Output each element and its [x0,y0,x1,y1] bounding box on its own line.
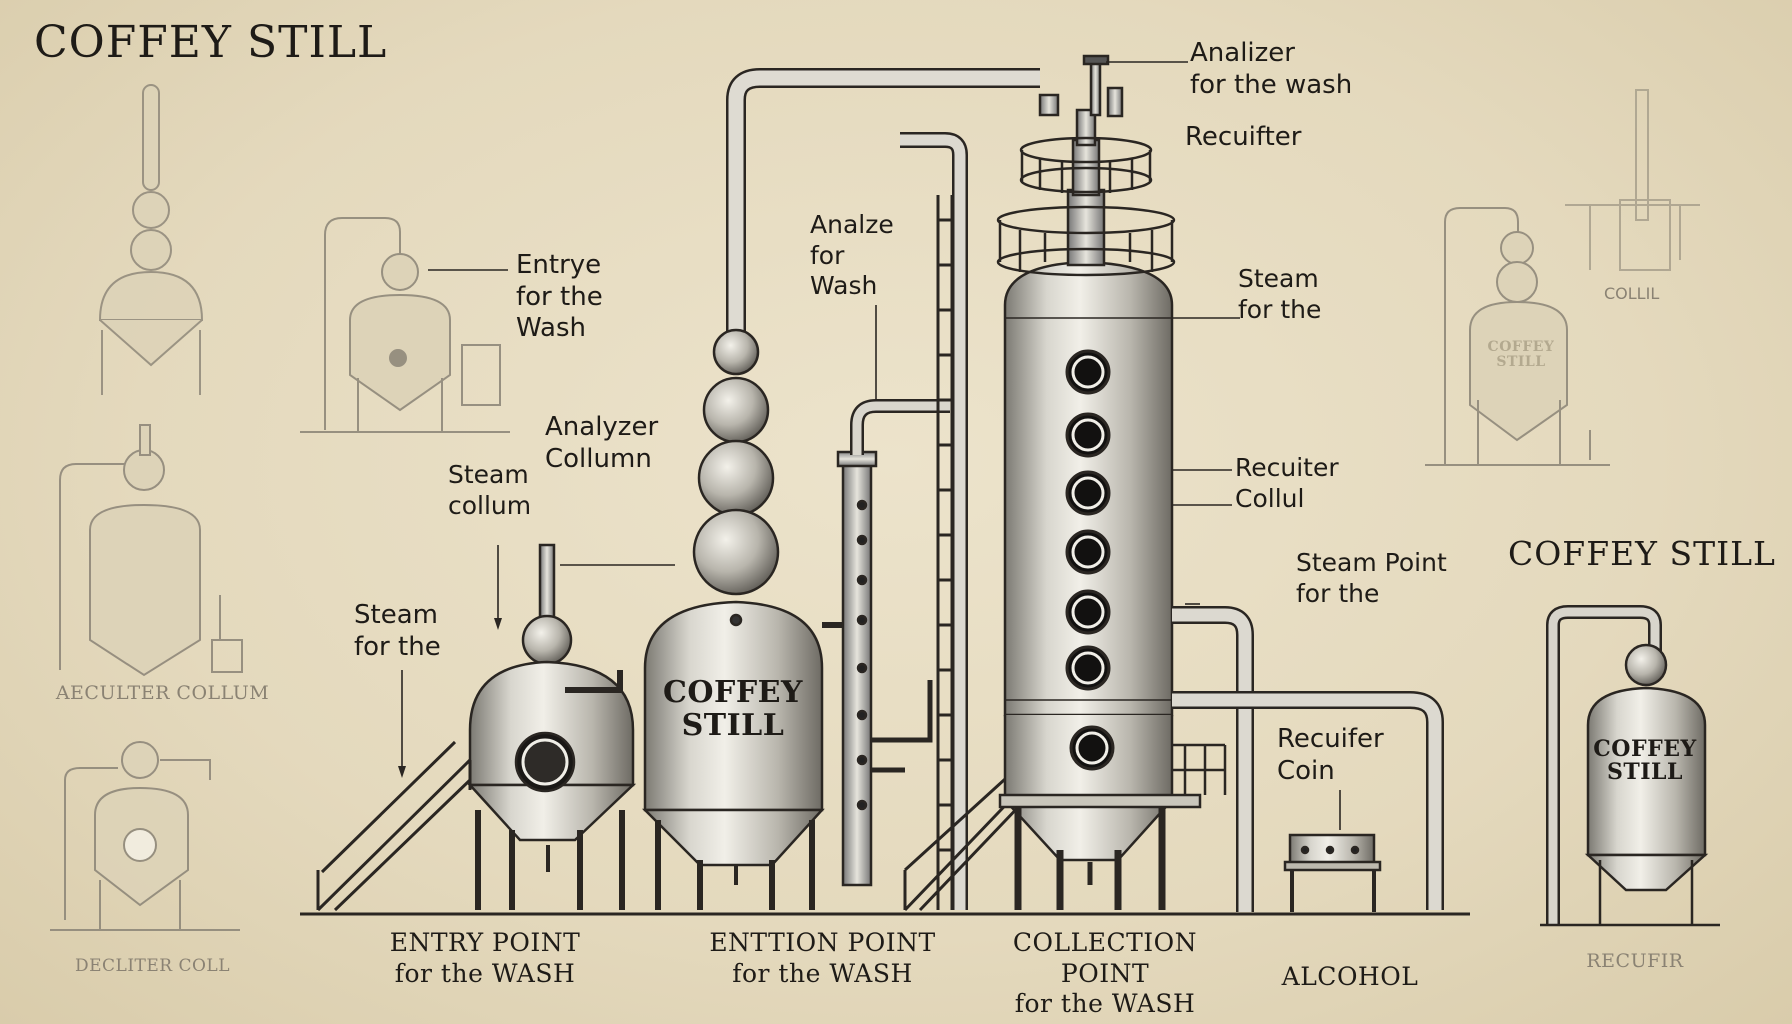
callout-analze-wash: Analze for Wash [810,210,894,300]
sketch-still-aeculter [59,424,243,677]
ladder [936,195,954,910]
right-vessel-label: COFFEY STILL [1593,736,1697,786]
callout-steam-point: Steam Point for the [1296,548,1447,608]
staircase-mid [903,768,1027,912]
rail-mid [996,205,1176,277]
callout-analizer-wash: Analizer for the wash [1190,38,1353,100]
rectifier-column [1003,54,1174,910]
coffey-still-main-vessel [641,328,858,910]
callout-recuiter-collul: Recuiter Collul [1235,453,1339,513]
ghost-vessel-label: COFFEY STILL [1487,339,1555,370]
bottom-caption-alcohol: ALCOHOL [1281,962,1419,991]
staircase-left [316,740,472,912]
callout-recuifter: Recuifter [1185,122,1302,152]
platform-rail [998,743,1227,809]
main-vessel-label: COFFEY STILL [663,675,803,743]
sketch-still-top-left [98,84,204,395]
leader-lines [401,61,1341,830]
bottom-caption-entry: ENTRY POINT for the WASH [389,928,581,988]
top-vapor-pipe [726,68,1040,340]
callout-steam-right: Steam for the [1238,264,1322,324]
caption-decliter: DECLITER COLL [74,956,231,976]
vertical-pipe-mid [900,132,968,910]
callout-recuifer-coin: Recuifer Coin [1277,724,1384,786]
diagram-title: COFFEY STILL [34,17,388,68]
sketch-still-collil [1565,89,1700,271]
alcohol-collector [1283,833,1382,912]
rail-top [1019,136,1153,194]
callout-analyzer-collumn: Analyzer Collumn [545,412,659,474]
sketch-still-entrye [300,217,510,433]
callout-steam-collum: Steam collum [448,460,532,520]
outlet-pipes-right [1172,606,1444,912]
sketch-still-decliter [50,741,240,931]
caption-collil: COLLIL [1604,284,1660,303]
callout-entrye-wash: Entrye for the Wash [516,250,603,344]
pot-still-left [467,543,637,910]
title-right: COFFEY STILL [1508,534,1776,573]
small-still-right [1540,605,1720,927]
sketch-still-right-mid [1425,207,1610,466]
caption-recufir: RECUFIR [1586,950,1684,972]
bottom-caption-enttion: ENTTION POINT for the WASH [709,928,936,988]
caption-aeculter: AECULTER COLLUM [55,682,270,704]
analyzer-column-tube [836,399,950,887]
bottom-caption-collection: COLLECTION POINT for the WASH [1012,928,1198,1018]
callout-steam-for-left: Steam for the [354,600,441,662]
